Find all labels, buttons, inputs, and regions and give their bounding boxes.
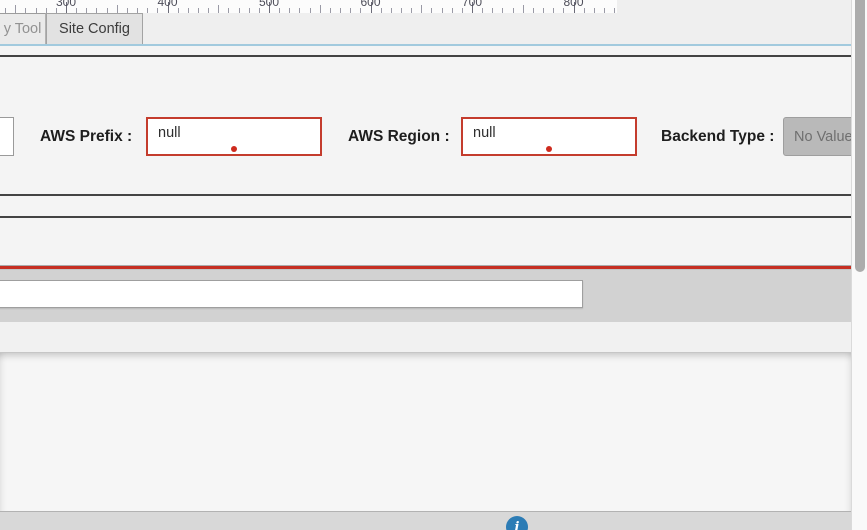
- ruler-tick: [421, 5, 423, 13]
- info-icon-glyph: i: [514, 519, 520, 530]
- ruler-tick: [248, 8, 250, 13]
- ruler-tick: [482, 8, 484, 13]
- tab-site-config-label: Site Config: [59, 21, 130, 37]
- ruler-tick: [228, 8, 230, 13]
- ruler-tick: [360, 8, 362, 13]
- scrollbar-thumb[interactable]: [855, 0, 865, 272]
- ruler-tick: [96, 8, 98, 13]
- ruler-tick: [411, 8, 413, 13]
- tab-site-config[interactable]: Site Config: [46, 13, 143, 44]
- ruler-tick: [492, 8, 494, 13]
- ruler-tick: [55, 8, 57, 13]
- ruler-tick: [553, 8, 555, 13]
- validation-error-dot: [546, 146, 552, 152]
- ruler-tick: [512, 8, 514, 13]
- ruler-tick: [614, 8, 616, 13]
- ruler-tick: [208, 8, 210, 13]
- backend-type-value: No Value: [794, 128, 853, 145]
- ruler-tick: [258, 8, 260, 13]
- ruler-tick: [218, 5, 220, 13]
- ruler-tick: [451, 8, 453, 13]
- ruler-tick: [269, 2, 270, 13]
- ruler-label: 700: [461, 0, 483, 9]
- ruler-label: 600: [360, 0, 381, 9]
- bottom-text-input[interactable]: [0, 280, 583, 308]
- aws-prefix-label: AWS Prefix :: [40, 127, 133, 145]
- ruler-label: 500: [258, 0, 280, 9]
- ruler-tick: [390, 8, 392, 13]
- validation-error-dot: [231, 146, 237, 152]
- cutoff-input-left[interactable]: [0, 117, 14, 156]
- ruler-tick: [522, 5, 524, 13]
- ruler-tick: [116, 5, 118, 13]
- ruler-tick: [106, 8, 108, 13]
- ruler-tick: [370, 2, 372, 13]
- ruler-tick: [441, 8, 443, 13]
- ruler-tick: [319, 5, 321, 13]
- ruler-tick: [583, 8, 585, 13]
- ruler-tick: [380, 8, 382, 13]
- ruler-tick: [177, 8, 179, 13]
- ruler-tick: [137, 8, 139, 13]
- ruler-tick: [147, 8, 149, 13]
- ruler-tick: [502, 8, 504, 13]
- ruler-tick: [340, 8, 342, 13]
- ruler-tick: [187, 8, 189, 13]
- section-divider: [0, 216, 851, 218]
- ruler-tick: [45, 8, 47, 13]
- ruler-tick: [400, 8, 402, 13]
- ruler-label: 300: [55, 0, 77, 9]
- ruler-tick: [5, 8, 7, 13]
- ruler-tick: [279, 8, 281, 13]
- ruler-tick: [431, 8, 433, 13]
- aws-region-label: AWS Region :: [348, 127, 450, 145]
- tab-query-tool[interactable]: y Tool: [0, 13, 46, 44]
- content-panel: [0, 352, 851, 511]
- backend-type-label: Backend Type :: [661, 127, 775, 145]
- ruler-tick: [593, 8, 595, 13]
- ruler-tick: [66, 2, 67, 13]
- section-divider: [0, 55, 851, 57]
- red-divider: [0, 266, 851, 269]
- ruler-tick: [299, 8, 301, 13]
- ruler-tick: [238, 8, 240, 13]
- ruler-tick: [543, 8, 545, 13]
- info-icon[interactable]: i: [506, 516, 528, 530]
- ruler-tick: [197, 8, 199, 13]
- ruler-tick: [472, 2, 473, 13]
- ruler-tick: [532, 8, 534, 13]
- ruler-tick: [350, 8, 352, 13]
- spacer-band: [0, 322, 851, 352]
- section-divider: [0, 194, 851, 196]
- ruler-tick: [573, 2, 575, 13]
- tab-query-tool-label: y Tool: [3, 21, 42, 37]
- ruler-tick: [157, 8, 159, 13]
- vertical-scrollbar[interactable]: [851, 0, 867, 530]
- hairline-divider: [0, 265, 851, 266]
- footer-bar: [0, 511, 851, 530]
- ruler-tick: [126, 8, 128, 13]
- tab-underline: [0, 44, 851, 46]
- ruler-tick: [167, 2, 169, 13]
- ruler-tick: [15, 5, 17, 13]
- ruler-tick: [309, 8, 311, 13]
- ruler-tick: [329, 8, 331, 13]
- ruler-label: 400: [157, 0, 178, 9]
- ruler-tick: [86, 8, 88, 13]
- ruler-label: 800: [563, 0, 584, 9]
- ruler-tick: [76, 8, 78, 13]
- ruler: 300 400 500 600 700 800: [0, 0, 617, 13]
- ruler-tick: [563, 8, 565, 13]
- ruler-tick: [35, 8, 37, 13]
- ruler-tick: [603, 8, 605, 13]
- ruler-tick: [289, 8, 291, 13]
- ruler-tick: [25, 8, 27, 13]
- ruler-tick: [461, 8, 463, 13]
